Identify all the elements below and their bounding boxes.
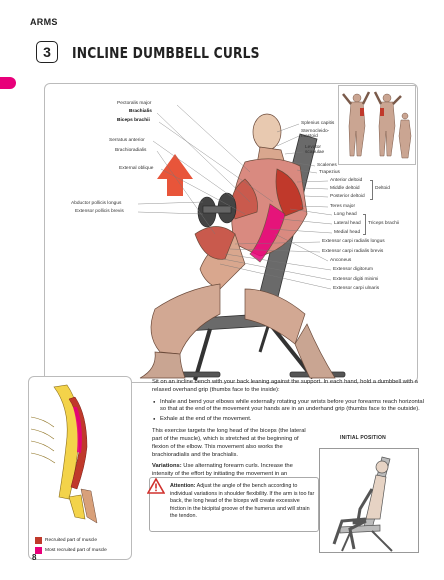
label-anconeus: Anconeus: [330, 258, 352, 263]
exercise-title: INCLINE DUMBBELL CURLS: [72, 44, 260, 62]
label-medial-head: Medial head: [334, 230, 361, 235]
label-extensor-pollicis-brevis: Extensor pollicis brevis: [75, 209, 124, 214]
label-lateral-head: Lateral head: [334, 221, 361, 226]
deltoid-bracket: [370, 180, 373, 200]
label-brachioradialis: Brachioradialis: [115, 148, 147, 153]
label-teres-major: Teres major: [330, 204, 356, 209]
label-extensor-digiti-minimi: Extensor digiti minimi: [333, 277, 379, 282]
muscle-overview-illustration: [338, 85, 416, 165]
label-triceps-brachii: Triceps brachii: [368, 221, 400, 226]
step-item: Inhale and bend your elbows while extern…: [152, 399, 430, 415]
step-item: Exhale at the end of the movement.: [152, 416, 430, 424]
steps-list: Inhale and bend your elbows while extern…: [152, 399, 430, 424]
variations-label: Variations:: [152, 463, 182, 470]
legend-label-most-recruited: Most recruited part of muscle: [45, 548, 107, 553]
attention-label: Attention:: [170, 483, 196, 489]
legend-item-recruited: Recruited part of muscle: [35, 537, 107, 544]
swatch-recruited: [35, 537, 42, 544]
swatch-most-recruited: [35, 547, 42, 554]
attention-box: [149, 477, 319, 532]
attention-body: Adjust the angle of the bench according …: [170, 483, 315, 520]
triceps-bracket: [363, 214, 366, 235]
label-posterior-deltoid: Posterior deltoid: [330, 194, 365, 199]
label-long-head: Long head: [334, 212, 357, 217]
label-anterior-deltoid: Anterior deltoid: [330, 178, 363, 183]
page-number: 8: [32, 553, 37, 562]
label-external-oblique: External oblique: [119, 166, 154, 171]
legend-item-most-recruited: Most recruited part of muscle: [35, 547, 107, 554]
athlete-illustration: [137, 104, 346, 381]
label-sternocleidomastoid: Sternocleido-mastoid: [301, 129, 330, 139]
exercise-number: 3: [36, 41, 58, 63]
targets-paragraph: This exercise targets the long head of t…: [152, 428, 306, 458]
intro-paragraph: Sit on an incline bench with your back l…: [152, 379, 418, 393]
label-brachialis: Brachialis: [129, 109, 152, 114]
instructions: Sit on an incline bench with your back l…: [152, 379, 430, 491]
movement-arrow-icon: [157, 154, 193, 196]
label-trapezius: Trapezius: [319, 170, 340, 175]
label-extensor-carpi-radialis-brevis: Extensor carpi radialis brevis: [322, 249, 384, 254]
label-scalenes: Scalenes: [317, 163, 337, 168]
attention-text: Attention: Adjust the angle of the bench…: [170, 483, 316, 521]
arm-anatomy-illustration: Recruited part of muscle Most recruited …: [28, 376, 132, 560]
label-extensor-carpi-radialis-longus: Extensor carpi radialis longus: [322, 239, 385, 244]
legend-label-recruited: Recruited part of muscle: [45, 538, 97, 543]
label-abductor-pollicis-longus: Abductor pollicis longus: [71, 201, 122, 206]
initial-position-label: INITIAL POSITION: [340, 435, 386, 441]
section-tab-marker: [0, 77, 16, 89]
label-levator-scapulae: Levator scapulae: [305, 145, 325, 155]
label-extensor-digitorum: Extensor digitorum: [333, 267, 373, 272]
section-title: ARMS: [30, 17, 58, 27]
label-middle-deltoid: Middle deltoid: [330, 186, 360, 191]
label-serratus-anterior: Serratus anterior: [109, 138, 145, 143]
label-biceps-brachii: Biceps brachii: [117, 118, 150, 123]
label-pectoralis-major: Pectoralis major: [117, 101, 152, 106]
label-extensor-carpi-ulnaris: Extensor carpi ulnaris: [333, 286, 380, 291]
warning-icon: [147, 478, 165, 494]
initial-position-illustration: [319, 448, 419, 553]
label-splenius-capitis: Splenius capitis: [301, 121, 335, 126]
label-deltoid: Deltoid: [375, 186, 390, 191]
legend: Recruited part of muscle Most recruited …: [35, 537, 107, 554]
